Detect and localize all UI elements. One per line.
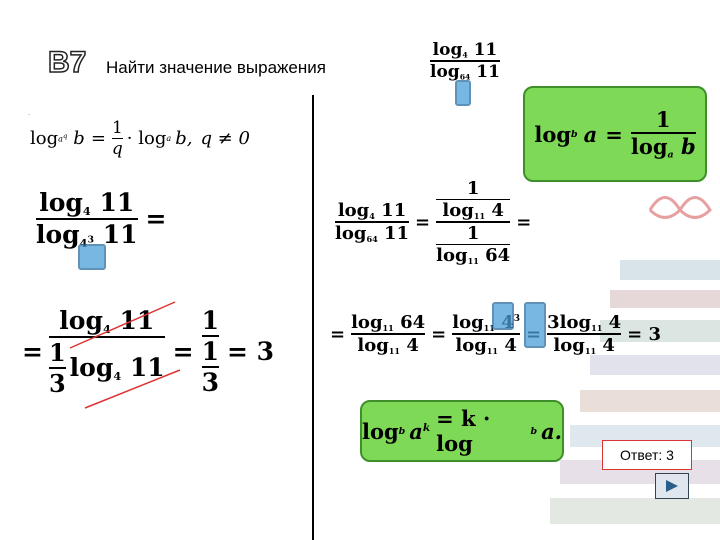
top-expression: log4 11 log64 11 xyxy=(430,40,500,82)
play-triangle-icon xyxy=(666,480,678,492)
next-slide-button[interactable] xyxy=(655,473,689,499)
hint-highlight-right xyxy=(492,302,514,330)
task-title: Найти значение выражения xyxy=(106,58,326,77)
divider-vertical xyxy=(312,95,314,540)
hint-highlight-top xyxy=(455,80,471,106)
left-step-1: log4 11 log43 11 = xyxy=(36,188,167,250)
task-badge: B7 xyxy=(47,45,87,80)
answer-box: Ответ: 3 xyxy=(602,440,692,470)
hint-highlight-coef xyxy=(524,302,546,348)
hint-highlight-left xyxy=(78,244,106,270)
strike-lines xyxy=(69,301,181,409)
right-step-1: log4 11 log64 11 = 1 log11 4 1 log11 64 … xyxy=(335,178,532,266)
